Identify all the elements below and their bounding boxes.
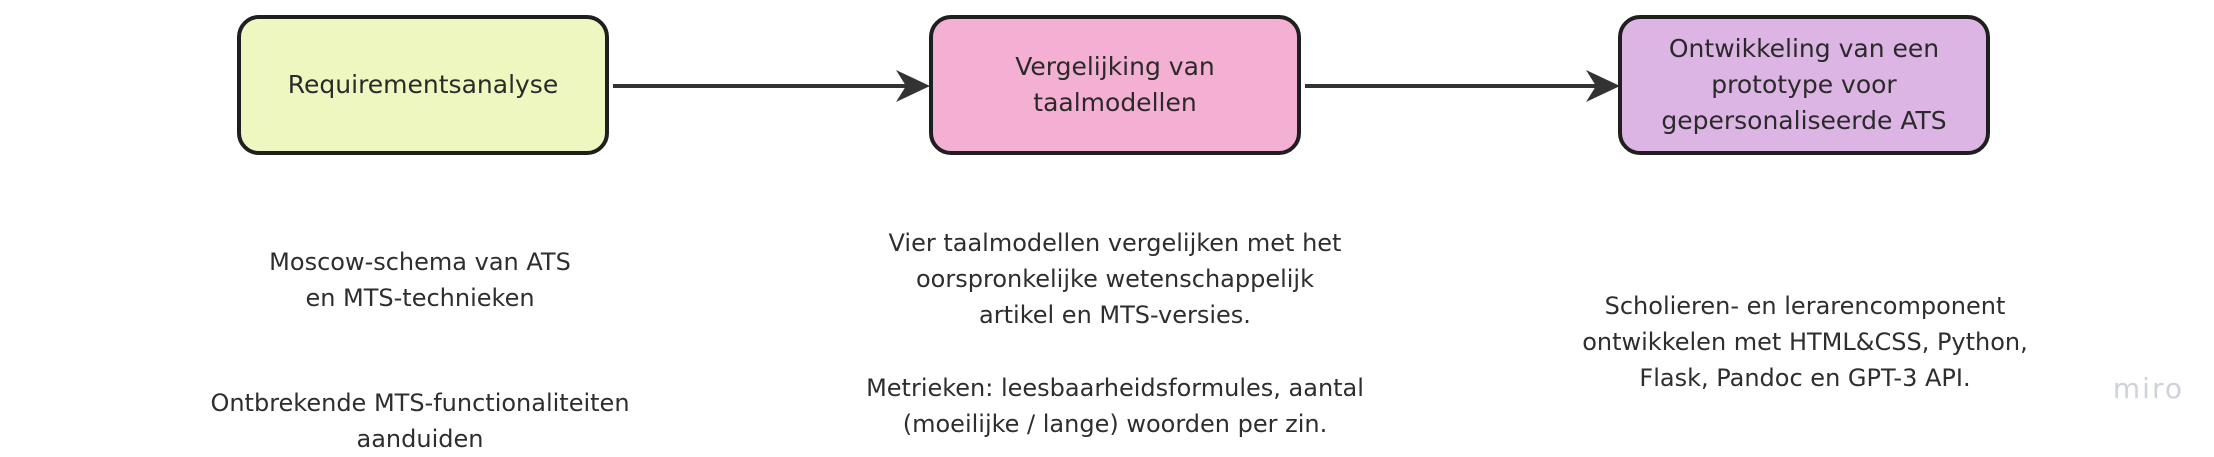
arrowhead-icon xyxy=(1586,70,1620,102)
node-prototype-ontwikkeling[interactable]: Ontwikkeling van een prototype voor gepe… xyxy=(1618,15,1990,155)
edge-requirements-to-vergelijking[interactable] xyxy=(613,70,930,102)
edge-vergelijking-to-prototype[interactable] xyxy=(1305,70,1620,102)
node-requirementsanalyse[interactable]: Requirementsanalyse xyxy=(237,15,609,155)
note-taalmodellen-vergelijken[interactable]: Vier taalmodellen vergelijken met het oo… xyxy=(888,229,1342,329)
node-vergelijking-van-taalmodellen[interactable]: Vergelijking van taalmodellen xyxy=(929,15,1301,155)
note-moscow-schema[interactable]: Moscow-schema van ATS en MTS-technieken xyxy=(269,248,571,312)
note-ontbrekende-functionaliteiten[interactable]: Ontbrekende MTS-functionaliteiten aandui… xyxy=(210,389,630,453)
note-componenten-ontwikkelen[interactable]: Scholieren- en lerarencomponent ontwikke… xyxy=(1582,292,2028,392)
miro-watermark-logo: miro xyxy=(2112,372,2184,405)
arrowhead-icon xyxy=(896,70,930,102)
note-metrieken[interactable]: Metrieken: leesbaarheidsformules, aantal… xyxy=(866,374,1364,438)
